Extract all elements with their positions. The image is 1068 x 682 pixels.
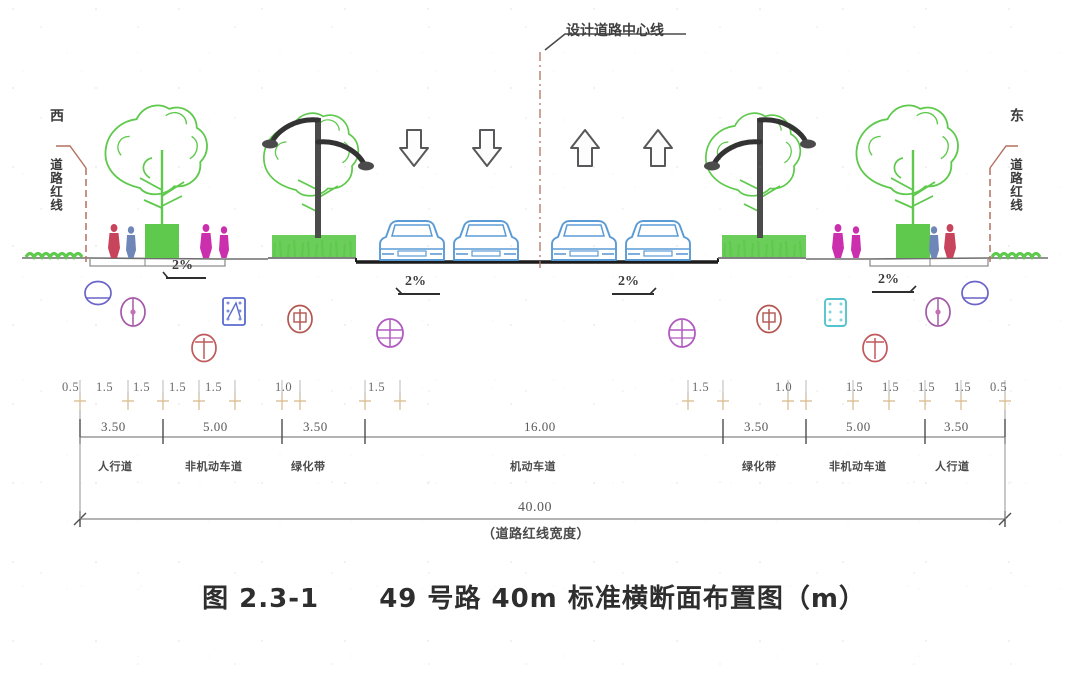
car-lane-1 bbox=[379, 220, 445, 261]
total-width-note: （道路红线宽度） bbox=[482, 527, 591, 542]
dim-fine-8: 1.0 bbox=[775, 380, 793, 394]
arrow-down-lane-2 bbox=[472, 129, 502, 167]
lane-label-5: 非机动车道 bbox=[829, 460, 887, 473]
street-lamp-east bbox=[704, 118, 816, 238]
pedestrian-group-east-bikelane bbox=[832, 224, 861, 258]
lane-label-3: 机动车道 bbox=[510, 460, 556, 473]
natural-ground-grass bbox=[24, 251, 1042, 261]
dimension-line-main bbox=[79, 410, 1006, 444]
dim-fine-0: 0.5 bbox=[62, 380, 80, 394]
utility-symbols bbox=[84, 280, 989, 363]
symbol-sewage-east bbox=[668, 318, 696, 348]
road-redline-west bbox=[56, 145, 87, 262]
arrow-up-lane-3 bbox=[570, 129, 600, 167]
green-belt-west bbox=[272, 235, 356, 258]
slope-east-sidewalk: 2% bbox=[878, 272, 899, 287]
lane-label-4: 绿化带 bbox=[742, 460, 777, 473]
dim-fine-12: 1.5 bbox=[954, 380, 972, 394]
slope-markers bbox=[162, 271, 917, 295]
symbol-water-supply-east bbox=[961, 280, 989, 306]
pedestrian-group-west-sidewalk bbox=[108, 224, 136, 258]
pedestrian-group-east-sidewalk bbox=[929, 224, 956, 258]
slope-east-carriageway: 2% bbox=[618, 274, 639, 289]
lane-label-6: 人行道 bbox=[935, 460, 970, 473]
dim-fine-9: 1.5 bbox=[846, 380, 864, 394]
dim-main-1: 5.00 bbox=[203, 419, 228, 434]
symbol-communication-east bbox=[925, 297, 951, 327]
tree-east-sidewalk bbox=[855, 104, 959, 258]
dim-fine-6: 1.5 bbox=[368, 380, 386, 394]
centerline-label: 设计道路中心线 bbox=[566, 23, 664, 39]
green-belt-east bbox=[722, 235, 806, 258]
lane-label-2: 绿化带 bbox=[291, 460, 326, 473]
road-redline-east bbox=[989, 145, 1018, 262]
symbol-reclaimed-water-west bbox=[287, 304, 313, 334]
west-direction-label: 西 bbox=[48, 108, 64, 123]
dim-fine-13: 0.5 bbox=[990, 380, 1008, 394]
symbol-power-duct-west bbox=[222, 297, 246, 326]
car-lane-3 bbox=[551, 220, 617, 261]
dim-main-2: 3.50 bbox=[303, 419, 328, 434]
tree-east-greenbelt bbox=[705, 112, 802, 236]
caption-title: 49 号路 40m 标准横断面布置图（m） bbox=[379, 584, 866, 614]
arrow-up-lane-4 bbox=[643, 129, 673, 167]
dim-fine-11: 1.5 bbox=[918, 380, 936, 394]
pedestrian-group-west-bikelane bbox=[200, 224, 229, 258]
dim-fine-3: 1.5 bbox=[169, 380, 187, 394]
symbol-drainage-east bbox=[862, 333, 888, 363]
figure-caption: 图 2.3-1 49 号路 40m 标准横断面布置图（m） bbox=[0, 578, 1068, 615]
dimension-line-total bbox=[73, 437, 1012, 527]
symbol-communication-west bbox=[120, 297, 146, 327]
dim-fine-4: 1.5 bbox=[205, 380, 223, 394]
dim-fine-2: 1.5 bbox=[133, 380, 151, 394]
slope-west-carriageway: 2% bbox=[405, 274, 426, 289]
total-width-value: 40.00 bbox=[518, 500, 552, 515]
dim-main-0: 3.50 bbox=[101, 419, 126, 434]
dim-main-4: 3.50 bbox=[744, 419, 769, 434]
dim-main-5: 5.00 bbox=[846, 419, 871, 434]
symbol-sewage-west bbox=[376, 318, 404, 348]
dim-main-6: 3.50 bbox=[944, 419, 969, 434]
car-lane-4 bbox=[625, 220, 691, 261]
dim-fine-1: 1.5 bbox=[96, 380, 114, 394]
car-lane-2 bbox=[453, 220, 519, 261]
vehicle-row bbox=[379, 220, 691, 261]
dim-main-3: 16.00 bbox=[524, 419, 556, 434]
tree-west-sidewalk bbox=[104, 104, 208, 258]
caption-number: 图 2.3-1 bbox=[202, 584, 320, 614]
east-direction-label: 东 bbox=[1008, 108, 1024, 123]
symbol-water-supply-west bbox=[84, 280, 112, 306]
west-redline-label: 道路红线 bbox=[48, 158, 63, 212]
symbol-reclaimed-water-east bbox=[756, 304, 782, 334]
arrow-down-lane-1 bbox=[399, 129, 429, 167]
dimension-chain-fine bbox=[74, 380, 1011, 410]
lane-label-0: 人行道 bbox=[98, 460, 133, 473]
symbol-gas-duct-east bbox=[824, 298, 847, 327]
street-lamp-west bbox=[262, 118, 374, 238]
design-centerline bbox=[539, 33, 686, 268]
lane-label-1: 非机动车道 bbox=[185, 460, 243, 473]
symbol-drainage-west bbox=[191, 333, 217, 363]
dim-fine-5: 1.0 bbox=[275, 380, 293, 394]
dim-fine-7: 1.5 bbox=[692, 380, 710, 394]
ground-profile bbox=[22, 257, 1048, 267]
east-redline-label: 道路红线 bbox=[1008, 158, 1023, 212]
dim-fine-10: 1.5 bbox=[882, 380, 900, 394]
slope-west-sidewalk: 2% bbox=[172, 258, 193, 273]
